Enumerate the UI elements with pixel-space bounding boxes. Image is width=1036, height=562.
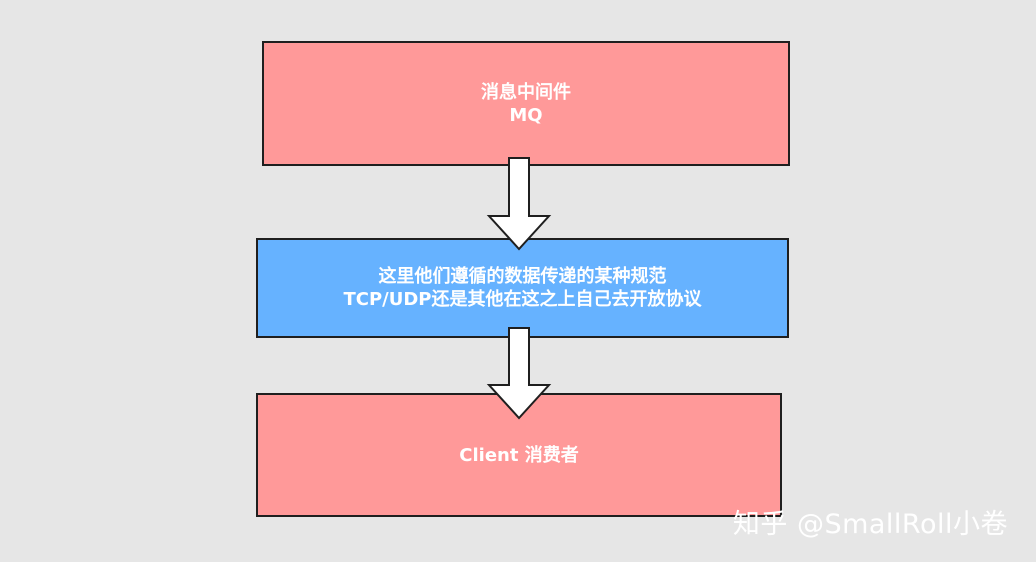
watermark-text: 知乎 @SmallRoll小卷 — [732, 509, 1008, 540]
mq-node: 消息中间件 MQ — [262, 41, 790, 166]
arrow-mq-to-protocol — [486, 157, 552, 251]
client-node-label: Client 消费者 — [459, 444, 579, 466]
protocol-node-line2: TCP/UDP还是其他在这之上自己去开放协议 — [343, 289, 702, 310]
mq-node-title: 消息中间件 — [481, 81, 571, 103]
mq-node-subtitle: MQ — [509, 104, 543, 126]
protocol-node: 这里他们遵循的数据传递的某种规范 TCP/UDP还是其他在这之上自己去开放协议 — [256, 238, 789, 338]
arrow-protocol-to-client — [486, 327, 552, 420]
protocol-node-line1: 这里他们遵循的数据传递的某种规范 — [378, 266, 667, 287]
